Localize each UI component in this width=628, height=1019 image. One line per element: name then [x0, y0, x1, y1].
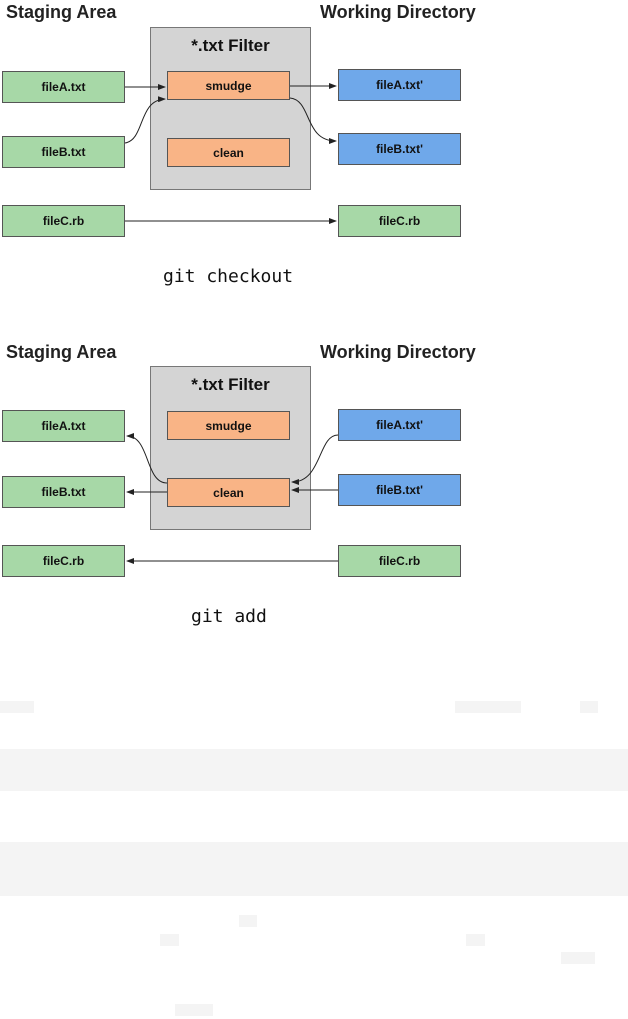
- staging-file-b: fileB.txt: [2, 476, 125, 508]
- staging-file-c: fileC.rb: [2, 205, 125, 237]
- working-directory-heading: Working Directory: [320, 342, 476, 362]
- staging-area-heading: Staging Area: [6, 342, 117, 362]
- working-file-b: fileB.txt': [338, 474, 461, 506]
- git-add-caption: git add: [191, 606, 267, 627]
- working-file-c: fileC.rb: [338, 545, 461, 577]
- staging-file-b: fileB.txt: [2, 136, 125, 168]
- filter-title: *.txt Filter: [191, 36, 270, 55]
- working-file-a: fileA.txt': [338, 69, 461, 101]
- working-file-b: fileB.txt': [338, 133, 461, 165]
- clean-step: clean: [167, 138, 290, 167]
- smudge-step: smudge: [167, 411, 290, 440]
- staging-area-heading: Staging Area: [6, 2, 117, 22]
- git-checkout-caption: git checkout: [163, 266, 294, 287]
- arrow-clean-to-a: [126, 433, 168, 484]
- working-file-a: fileA.txt': [338, 409, 461, 441]
- clean-step: clean: [167, 478, 290, 507]
- arrow-b-to-smudge: [124, 96, 166, 144]
- add-arrows: [126, 433, 339, 564]
- smudge-step: smudge: [167, 71, 290, 100]
- checkout-arrows: [124, 83, 337, 224]
- working-directory-heading: Working Directory: [320, 2, 476, 22]
- staging-file-c: fileC.rb: [2, 545, 125, 577]
- arrow-a-to-clean: [291, 434, 339, 485]
- filter-title: *.txt Filter: [191, 375, 270, 394]
- staging-file-a: fileA.txt: [2, 410, 125, 442]
- working-file-c: fileC.rb: [338, 205, 461, 237]
- arrow-smudge-to-b: [289, 97, 337, 144]
- staging-file-a: fileA.txt: [2, 71, 125, 103]
